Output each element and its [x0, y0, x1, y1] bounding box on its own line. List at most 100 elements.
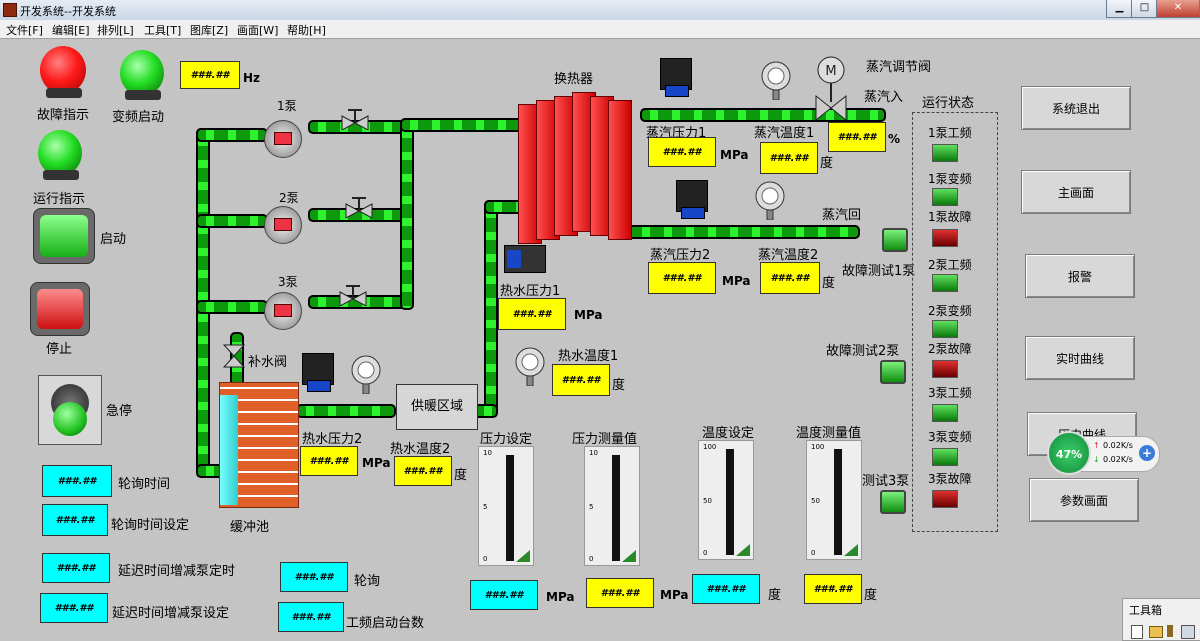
gauge-pointer-icon [844, 544, 858, 556]
parameter-screen-button[interactable]: 参数画面 [1029, 478, 1139, 522]
pipe-zone-return [296, 404, 396, 418]
delay-timer-display: ###.## [42, 553, 110, 583]
poll-time-display: ###.## [42, 465, 112, 497]
status-label: 1泵工频 [928, 126, 972, 140]
makeup-valve-label: 补水阀 [248, 355, 288, 370]
unit-deg: 度 [612, 378, 626, 393]
open-folder-icon[interactable] [1149, 626, 1163, 638]
steam-valve-label: 蒸汽调节阀 [866, 60, 932, 75]
pump-3[interactable] [262, 290, 308, 330]
menu-tools[interactable]: 工具[T] [144, 24, 182, 37]
unit-deg: 度 [864, 588, 878, 603]
unit-deg: 度 [454, 468, 468, 483]
run-indicator-label: 运行指示 [33, 192, 86, 207]
alarm-button[interactable]: 报警 [1025, 254, 1135, 298]
maximize-button[interactable]: □ [1131, 0, 1158, 18]
emergency-stop-button[interactable] [38, 375, 102, 445]
pump-core [274, 218, 292, 231]
delay-timer-label: 延迟时间增减泵定时 [118, 564, 236, 579]
unit-deg: 度 [822, 276, 836, 291]
gauge-tick: 50 [703, 497, 712, 505]
status-light [932, 229, 958, 247]
pipe-pump1-in [196, 128, 268, 142]
pump-2[interactable] [262, 204, 308, 244]
window-title: 开发系统--开发系统 [20, 5, 116, 18]
status-light [932, 490, 958, 508]
menu-help[interactable]: 帮助[H] [287, 24, 326, 37]
menu-gallery[interactable]: 图库[Z] [190, 24, 229, 37]
status-panel [912, 112, 998, 532]
gauge-tick: 5 [589, 503, 594, 511]
status-label: 2泵工频 [928, 258, 972, 272]
memory-usage-badge: 47% [1047, 431, 1091, 475]
realtime-curve-button[interactable]: 实时曲线 [1025, 336, 1135, 380]
steam-control-valve-icon[interactable]: M [812, 56, 850, 122]
fault-test-1-button[interactable] [882, 228, 908, 252]
gauge-tick: 50 [811, 497, 820, 505]
temperature-sensor-icon [515, 347, 545, 386]
poll-time-set-input[interactable]: ###.## [42, 504, 108, 536]
fault-test-2-button[interactable] [880, 360, 906, 384]
temperature-sensor-icon [761, 61, 791, 100]
lamp-base [43, 170, 79, 180]
hot-water-pressure-2-display: ###.## [300, 446, 358, 476]
makeup-valve-icon[interactable] [222, 343, 246, 369]
hot-water-temp-1-display: ###.## [552, 364, 610, 396]
poll-time-label: 轮询时间 [118, 477, 171, 492]
gauge-pressure-set-label: 压力设定 [480, 432, 533, 447]
unit-deg: 度 [768, 588, 782, 603]
minimize-button[interactable]: ▁ [1106, 0, 1133, 18]
stop-button[interactable] [30, 282, 90, 336]
main-screen-button[interactable]: 主画面 [1021, 170, 1131, 214]
test-3-button[interactable] [880, 490, 906, 514]
menu-file[interactable]: 文件[F] [6, 24, 43, 37]
pct-unit: % [888, 132, 901, 146]
network-monitor-widget[interactable]: 47% ↑ 0.02K/s ↓ 0.02K/s + [1047, 431, 1160, 475]
mains-start-count-input[interactable]: ###.## [278, 602, 344, 632]
temp-set-input[interactable]: ###.## [692, 574, 760, 604]
pressure-set-input[interactable]: ###.## [470, 580, 538, 610]
delay-set-label: 延迟时间增减泵设定 [112, 606, 230, 621]
vfd-start-label: 变频启动 [112, 110, 165, 125]
menu-arrange[interactable]: 排列[L] [97, 24, 134, 37]
pressure-transmitter-icon [660, 58, 692, 97]
steam-in-label: 蒸汽入 [864, 90, 904, 105]
close-button[interactable]: ✕ [1156, 0, 1200, 18]
plus-icon[interactable]: + [1139, 445, 1155, 461]
fault-indicator-label: 故障指示 [37, 108, 90, 123]
upload-arrow-icon: ↑ [1093, 441, 1100, 450]
gauge-bar [506, 455, 514, 561]
toolbox-panel: 工具箱 [1122, 598, 1200, 641]
delay-set-input[interactable]: ###.## [40, 593, 108, 623]
menu-screen[interactable]: 画面[W] [237, 24, 279, 37]
image-icon[interactable] [1181, 625, 1195, 639]
unit-mpa: MPa [574, 308, 603, 322]
gauge-tick: 5 [483, 503, 488, 511]
gauge-bar [612, 455, 620, 561]
frequency-unit: Hz [243, 71, 261, 85]
pump-3-label: 3泵 [278, 275, 298, 289]
valve-icon[interactable] [338, 284, 368, 306]
menu-edit[interactable]: 编辑[E] [52, 24, 90, 37]
menu-bar: 文件[F] 编辑[E] 排列[L] 工具[T] 图库[Z] 画面[W] 帮助[H… [0, 20, 1200, 39]
steam-valve-opening-display: ###.## [828, 122, 886, 152]
start-button[interactable] [33, 208, 95, 264]
status-light [932, 404, 958, 422]
lamp-base [46, 88, 82, 98]
unit-mpa: MPa [722, 274, 751, 288]
temperature-sensor-icon [351, 355, 381, 394]
tool-icon[interactable] [1167, 625, 1173, 637]
valve-icon[interactable] [344, 196, 374, 218]
valve-icon[interactable] [340, 108, 370, 130]
new-file-icon[interactable] [1131, 625, 1143, 639]
pump-1[interactable] [262, 118, 308, 158]
steam-temp-2-label: 蒸汽温度2 [758, 248, 819, 263]
status-light [932, 448, 958, 466]
system-exit-button[interactable]: 系统退出 [1021, 86, 1131, 130]
poll-display: ###.## [280, 562, 348, 592]
heat-exchanger-label: 换热器 [554, 72, 594, 87]
pump-2-label: 2泵 [279, 191, 299, 205]
unit-mpa: MPa [362, 456, 391, 470]
